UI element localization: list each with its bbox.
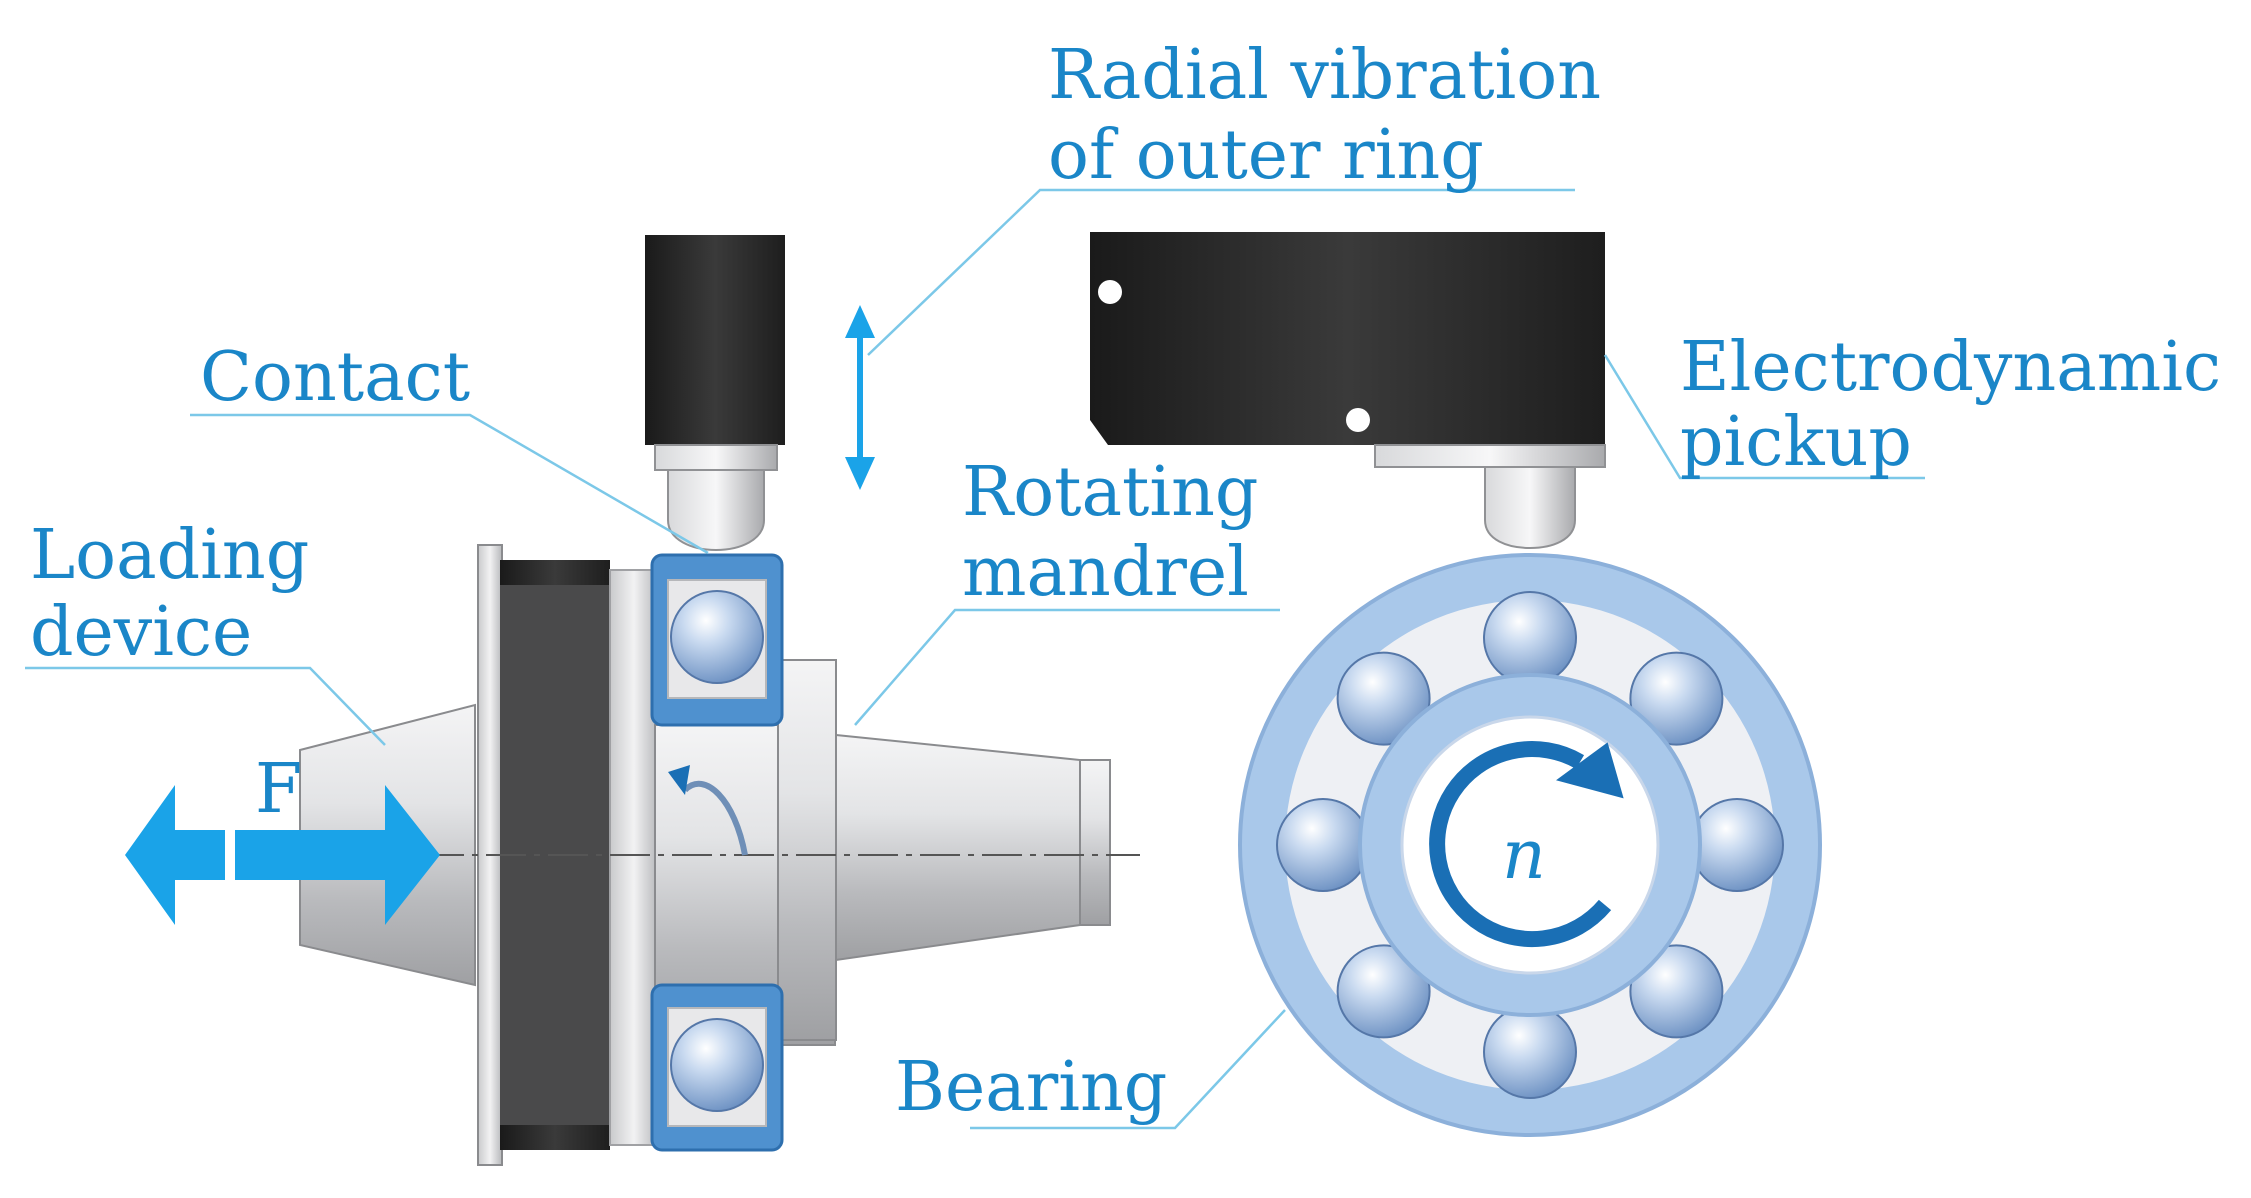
label-loading-line2: device bbox=[30, 593, 252, 672]
label-bearing: Bearing bbox=[895, 1048, 1167, 1127]
bearing-ball bbox=[1276, 798, 1370, 892]
label-loading-line1: Loading bbox=[30, 516, 309, 595]
leader-electrodynamic-pickup bbox=[1603, 354, 1925, 480]
contact-sensor bbox=[645, 235, 785, 552]
leader-rotating-mandrel bbox=[854, 608, 1280, 726]
bearing-ball bbox=[1629, 944, 1724, 1039]
bearing-balls bbox=[1276, 591, 1784, 1099]
label-speed-n: n bbox=[1502, 816, 1546, 895]
label-contact: Contact bbox=[200, 338, 470, 417]
mandrel-tip bbox=[1079, 759, 1111, 926]
label-force: F bbox=[255, 750, 302, 829]
bearing-ball bbox=[1336, 651, 1431, 746]
leader-radial-vibration bbox=[867, 188, 1575, 356]
hub-rotation-arrow bbox=[668, 765, 748, 856]
speed-rotation-arrow bbox=[1429, 741, 1612, 948]
label-rotating-line2: mandrel bbox=[962, 533, 1249, 612]
mandrel-collar bbox=[777, 659, 837, 1041]
bearing-section-bottom bbox=[650, 983, 784, 1152]
leader-contact bbox=[190, 413, 709, 555]
bearing-section-top bbox=[650, 553, 784, 727]
bearing-ball bbox=[1690, 798, 1784, 892]
speed-arrowhead-icon bbox=[1556, 742, 1624, 799]
ball-bearing-front-view bbox=[1238, 553, 1822, 1137]
label-electrodynamic-line1: Electrodynamic bbox=[1680, 328, 2221, 407]
bearing-ball bbox=[1336, 944, 1431, 1039]
label-radial-vibration-line2: of outer ring bbox=[1048, 116, 1484, 195]
rotating-mandrel-cone bbox=[835, 733, 1081, 962]
bearing-ball bbox=[1629, 651, 1724, 746]
label-rotating-line1: Rotating bbox=[962, 453, 1258, 532]
label-radial-vibration-line1: Radial vibration bbox=[1048, 36, 1601, 115]
force-arrow-right-icon bbox=[235, 785, 440, 925]
label-electrodynamic-line2: pickup bbox=[1680, 403, 1912, 482]
force-arrow-left-icon bbox=[125, 785, 225, 925]
leader-bearing bbox=[970, 1009, 1286, 1130]
leader-lines bbox=[25, 188, 1925, 1130]
radial-vibration-arrow bbox=[845, 305, 875, 490]
leader-loading-device bbox=[25, 666, 386, 746]
electrodynamic-pickup-body bbox=[1090, 232, 1606, 550]
bearing-ball bbox=[1483, 1005, 1577, 1099]
bearing-ball bbox=[1483, 591, 1577, 685]
